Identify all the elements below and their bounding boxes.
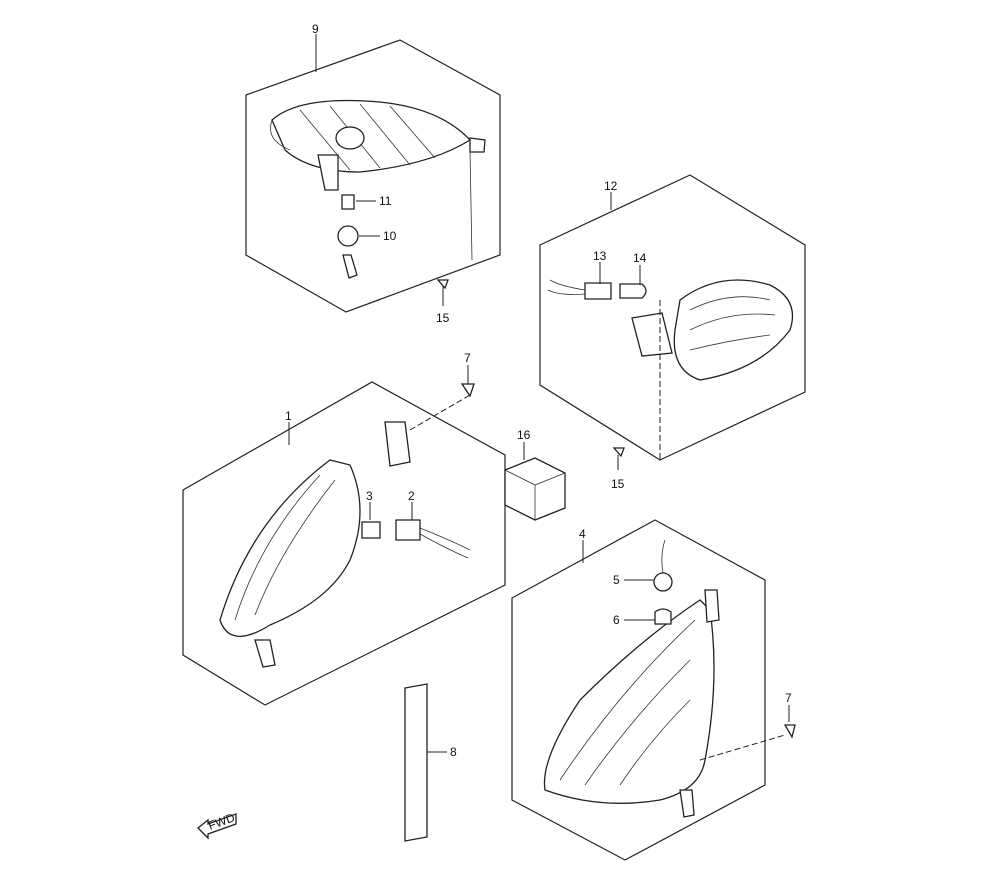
callout-4: 4 bbox=[579, 527, 586, 541]
group-rear-lamp-9 bbox=[245, 34, 501, 313]
fwd-arrow: FWD bbox=[197, 810, 237, 840]
reflector-strip bbox=[404, 683, 428, 842]
callout-3: 3 bbox=[366, 489, 373, 503]
screw-15 bbox=[436, 279, 449, 290]
callout-5: 5 bbox=[613, 573, 620, 587]
group-outline bbox=[245, 39, 501, 313]
callout-12: 12 bbox=[604, 179, 618, 193]
callout-15: 15 bbox=[436, 311, 450, 325]
callout-16: 16 bbox=[517, 428, 531, 442]
socket-5 bbox=[653, 572, 673, 592]
callout-15: 15 bbox=[611, 477, 625, 491]
group-outline bbox=[182, 381, 506, 706]
front-turn-lens bbox=[673, 279, 794, 381]
callout-2: 2 bbox=[408, 489, 415, 503]
callout-11: 11 bbox=[379, 194, 392, 208]
callout-14: 14 bbox=[633, 251, 647, 265]
group-front-turn-12 bbox=[539, 174, 806, 470]
group-front-lamp-1 bbox=[182, 365, 506, 706]
callout-9: 9 bbox=[312, 22, 319, 36]
socket-2 bbox=[395, 519, 421, 541]
rear-lamp-housing bbox=[271, 99, 472, 173]
callout-10: 10 bbox=[383, 229, 397, 243]
callout-7: 7 bbox=[785, 691, 792, 705]
callout-13: 13 bbox=[593, 249, 607, 263]
screw-15 bbox=[612, 447, 625, 458]
front-lamp-lens bbox=[543, 599, 715, 804]
group-outline bbox=[539, 174, 806, 461]
callout-6: 6 bbox=[613, 613, 620, 627]
bulb-14 bbox=[619, 283, 647, 299]
callout-8: 8 bbox=[450, 745, 457, 759]
relay-16 bbox=[504, 442, 566, 521]
front-lamp-lens bbox=[219, 459, 361, 638]
bulb-3 bbox=[361, 521, 381, 539]
group-outline bbox=[511, 519, 766, 861]
callout-7: 7 bbox=[464, 351, 471, 365]
reflector-8 bbox=[404, 683, 447, 842]
group-front-lamp-4 bbox=[511, 519, 796, 861]
bulb-6 bbox=[654, 608, 672, 625]
screw-7 bbox=[783, 724, 796, 739]
screw-7 bbox=[460, 383, 475, 398]
socket-13 bbox=[584, 282, 612, 300]
fwd-arrow-icon bbox=[197, 813, 237, 840]
bulb-11 bbox=[341, 194, 355, 210]
bulb-socket-10 bbox=[337, 225, 359, 247]
callout-1: 1 bbox=[285, 409, 292, 423]
